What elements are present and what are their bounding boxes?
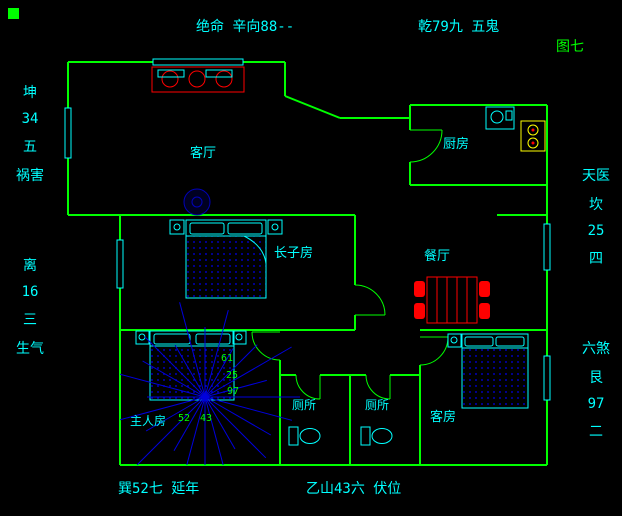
living-room-table (183, 188, 211, 216)
annotation-text: 四 (589, 251, 603, 267)
eldest-son-room-window (116, 239, 124, 289)
annotation-bottom-right: 乙山43六 伏位 (306, 481, 402, 497)
annotation-text: 坎 (589, 197, 603, 213)
room-label-kitchen: 厨房 (443, 137, 470, 152)
kitchen-door (409, 129, 443, 163)
windows (64, 58, 551, 401)
dining-table-set (414, 276, 490, 324)
compass-lines (120, 302, 300, 465)
walls (67, 61, 548, 466)
annotation-text: 三 (23, 312, 37, 328)
room-label-guest: 客房 (430, 410, 457, 425)
annotation-text: 97 (587, 396, 605, 412)
annotation-bottom-left: 巽52七 延年 (118, 481, 200, 497)
living-room-window (152, 58, 244, 66)
annotation-text: 二 (589, 424, 603, 440)
annotation-right-bottom-group: 六煞 艮 97 二 (572, 338, 620, 441)
living-room-left-window (64, 107, 72, 159)
annotation-text: 艮 (589, 370, 603, 386)
annotation-text: 16 (21, 284, 39, 300)
annotation-top-left: 绝命 辛向88-- (196, 19, 295, 35)
compass-number: 97 (227, 386, 240, 397)
annotation-text: 34 (21, 111, 39, 127)
annotation-text: 六煞 (582, 341, 610, 357)
eldest-son-room-door (354, 284, 386, 316)
guest-room-door (419, 336, 449, 366)
compass-number: 25 (226, 370, 239, 381)
origin-marker (8, 8, 19, 19)
annotation-text: 坤 (23, 85, 37, 101)
master-room-door (251, 331, 281, 361)
kitchen-sink (485, 106, 515, 130)
annotation-text: 天医 (582, 168, 610, 184)
compass-number: 52 (178, 413, 191, 424)
dining-room-window (543, 223, 551, 271)
annotation-left-bottom-group: 离 16 三 生气 (6, 255, 54, 358)
room-label-eldest-son: 长子房 (274, 246, 314, 261)
sofa-set (151, 66, 245, 93)
room-label-master: 主人房 (130, 414, 167, 428)
annotation-text: 祸害 (16, 168, 44, 184)
compass-number: 43 (200, 413, 213, 424)
annotation-text: 25 (587, 223, 605, 239)
annotation-right-top-group: 天医 坎 25 四 (572, 165, 620, 268)
annotation-text: 离 (23, 258, 37, 274)
annotation-text: 五 (23, 139, 37, 155)
annotation-left-top-group: 坤 34 五 祸害 (6, 82, 54, 185)
room-label-toilet-2: 厕所 (365, 398, 390, 412)
room-label-toilet-1: 厕所 (292, 398, 317, 412)
toilet-1-door (295, 374, 321, 400)
annotation-top-right: 乾79九 五鬼 (418, 19, 500, 35)
toilet-2-door (365, 374, 391, 400)
compass-number: 61 (221, 353, 234, 364)
toilet-fixture-2 (360, 426, 393, 446)
kitchen-stove (520, 120, 546, 152)
room-label-dining: 餐厅 (424, 249, 451, 264)
annotation-text: 生气 (16, 341, 44, 357)
guest-room-window (543, 355, 551, 401)
room-label-living: 客厅 (190, 146, 217, 161)
eldest-son-bed (169, 219, 283, 299)
master-bed (135, 330, 247, 401)
toilet-fixture-1 (288, 426, 321, 446)
figure-label: 图七 (556, 39, 584, 55)
door-swings (251, 129, 449, 400)
guest-bed (447, 333, 529, 409)
